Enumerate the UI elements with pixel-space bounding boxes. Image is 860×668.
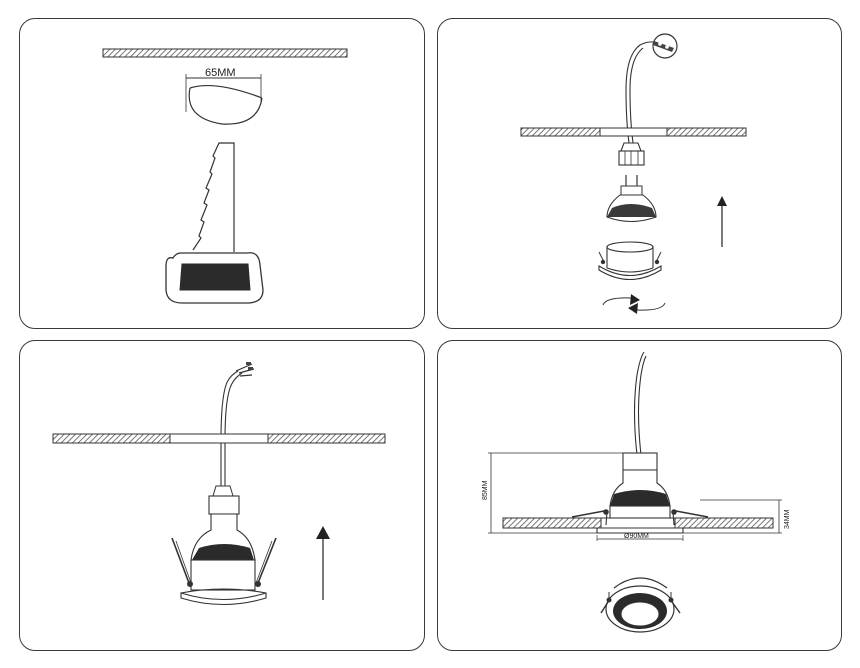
installed-fixture-icon [571, 452, 709, 534]
arrow-up-icon [316, 526, 330, 600]
flange-dimension-line [596, 535, 684, 541]
connector-wire [633, 351, 647, 456]
height-dimension-line [488, 452, 623, 534]
spring-clip-right-icon [255, 537, 277, 587]
flange-diameter-label: Ø90MM [624, 533, 649, 540]
recess-dimension-line [683, 499, 782, 534]
lamp-fixture-icon [180, 485, 267, 606]
gu10-bulb-icon [606, 175, 657, 223]
total-height-label: 85MM [482, 480, 489, 500]
saw-icon [165, 142, 264, 304]
fixture-bottom-view-icon [600, 577, 681, 633]
connector-wire [220, 370, 243, 490]
arrow-up-icon [717, 196, 727, 247]
ceiling-board [502, 517, 774, 529]
hole-dimension-line [185, 74, 262, 112]
wire-ends-icon [235, 362, 255, 377]
terminal-block-icon [652, 33, 678, 59]
ceiling-board [52, 433, 386, 444]
recess-height-label: 34MM [784, 509, 791, 529]
fixture-ring-icon [598, 241, 662, 280]
rotate-icon [602, 294, 666, 314]
ceiling-board [520, 127, 747, 137]
hole-diameter-label: 65MM [205, 67, 236, 79]
lamp-socket-icon [618, 142, 645, 166]
hole-outline [188, 84, 263, 125]
spring-clip-left-icon [171, 537, 193, 587]
ceiling-board [102, 48, 348, 58]
